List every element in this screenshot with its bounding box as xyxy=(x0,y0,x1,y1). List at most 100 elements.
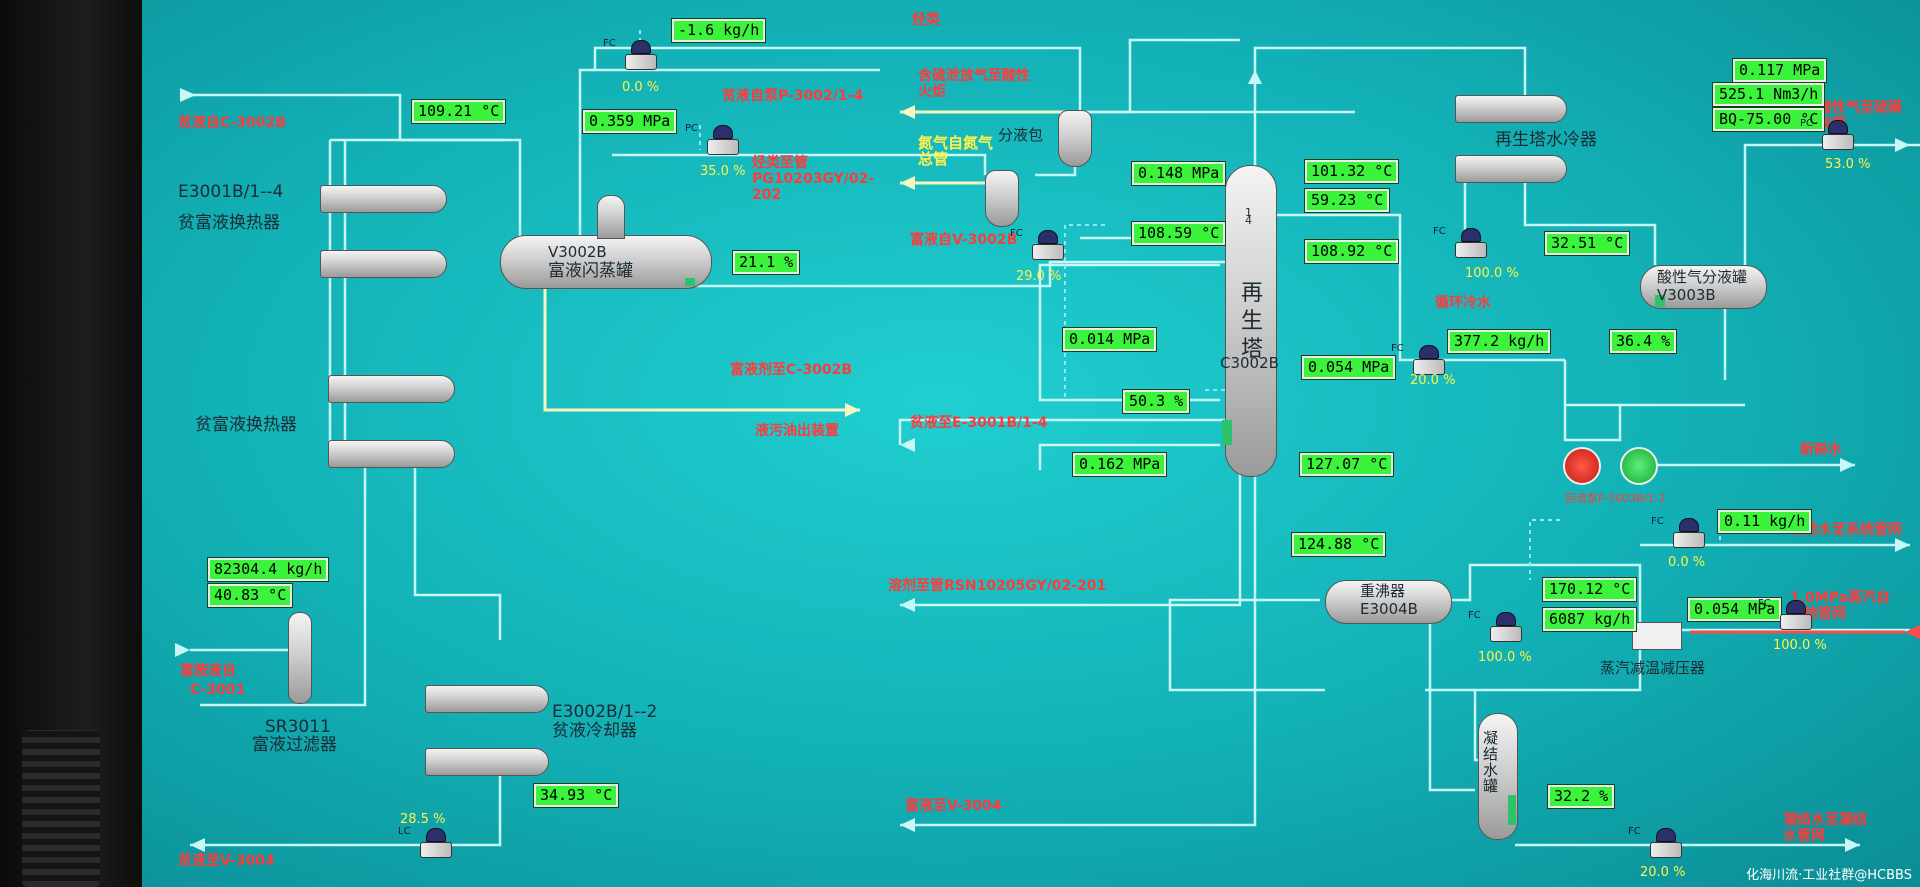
reading-press-bottom[interactable]: 0.162 MPa xyxy=(1071,452,1168,477)
valve-actuator xyxy=(713,125,733,139)
reading-reflux-level[interactable]: 36.4 % xyxy=(1608,329,1678,354)
valve-fc-steam-2[interactable]: FC xyxy=(1758,598,1812,630)
valve-fc-top[interactable]: FC xyxy=(603,38,657,70)
hx-lower-1[interactable] xyxy=(328,375,455,403)
reading-steam-press[interactable]: 0.054 MPa xyxy=(1686,597,1783,622)
reading-acid-temp[interactable]: BQ-75.00 °C xyxy=(1711,107,1826,132)
reflux-pump-green[interactable] xyxy=(1620,447,1658,485)
reboiler-desc: 重沸器 xyxy=(1360,582,1406,600)
reading-temp-top-1[interactable]: 101.32 °C xyxy=(1303,159,1400,184)
line-reboiler-right xyxy=(1425,563,1642,692)
arrow-fresh-water xyxy=(1840,458,1855,472)
arrow-h2s xyxy=(900,105,915,119)
reading-reflux-flow[interactable]: 377.2 kg/h xyxy=(1446,329,1552,354)
line-reflux-pumps xyxy=(1563,360,1745,442)
arrow-lean-in xyxy=(180,88,196,102)
valve-fc-cooler[interactable]: FC xyxy=(1433,226,1487,258)
valve-fc-cond[interactable]: FC xyxy=(1628,826,1682,858)
label-rich-from-c3001-a: 富胺液自 xyxy=(180,663,236,679)
reading-flow-top[interactable]: -1.6 kg/h xyxy=(670,18,767,43)
valve-actuator xyxy=(1786,600,1806,614)
valve-actuator xyxy=(1496,612,1516,626)
v3002b-level-indicator xyxy=(685,278,695,286)
hx-lower-2[interactable] xyxy=(328,440,455,468)
reading-temp-cooler[interactable]: 32.51 °C xyxy=(1543,231,1631,256)
e3002b-cooler-2[interactable] xyxy=(425,748,549,776)
regen-cooler-2[interactable] xyxy=(1455,155,1567,183)
valve-lc-lean[interactable]: LC xyxy=(398,826,452,858)
e3002b-desc: 贫液冷却器 xyxy=(552,721,637,741)
label-lean-to-v3004: 贫液至V-3004 xyxy=(178,853,275,869)
reading-temp-mid-2[interactable]: 108.92 °C xyxy=(1303,239,1400,264)
line-oil-out xyxy=(543,262,860,412)
pct-fc-cond: 20.0 % xyxy=(1640,865,1686,880)
reading-temp-mid-1[interactable]: 108.59 °C xyxy=(1130,221,1227,246)
e3001b-exchanger-1[interactable] xyxy=(320,185,447,213)
reading-temp-lean-out[interactable]: 34.93 °C xyxy=(532,783,620,808)
reading-steam-flow[interactable]: 6087 kg/h xyxy=(1541,607,1638,632)
reading-water-flow[interactable]: 0.11 kg/h xyxy=(1716,509,1813,534)
reading-level-v3002[interactable]: 21.1 % xyxy=(731,250,801,275)
label-rich-from-v3002b: 富液自V-3002B xyxy=(910,232,1018,248)
regen-cooler-label: 再生塔水冷器 xyxy=(1495,130,1597,150)
valve-fc-water[interactable]: FC xyxy=(1651,516,1705,548)
separator-drum[interactable] xyxy=(1058,110,1092,167)
reading-press-v3002[interactable]: 0.359 MPa xyxy=(581,109,678,134)
acid-sep-desc: 酸性气分液罐 xyxy=(1657,268,1748,286)
reading-steam-temp[interactable]: 170.12 °C xyxy=(1541,577,1638,602)
valve-actuator xyxy=(1419,345,1439,359)
valve-tag: FC xyxy=(1433,226,1446,237)
sr3011-filter[interactable] xyxy=(288,612,312,704)
pct-pc-acid: 53.0 % xyxy=(1825,157,1871,172)
reading-press-left[interactable]: 0.014 MPa xyxy=(1061,327,1158,352)
reading-level-c3002[interactable]: 50.3 % xyxy=(1121,389,1191,414)
e3001b-exchanger-2[interactable] xyxy=(320,250,447,278)
valve-fc-rich[interactable]: FC xyxy=(1010,228,1064,260)
reading-press-top[interactable]: 0.148 MPa xyxy=(1130,161,1227,186)
reading-cond-level[interactable]: 32.2 % xyxy=(1546,784,1616,809)
label-oil-out: 液污油出装置 xyxy=(755,423,839,439)
valve-tag: FC xyxy=(603,38,616,49)
reading-temp-rich[interactable]: 40.83 °C xyxy=(206,583,294,608)
reading-temp-bottom[interactable]: 127.07 °C xyxy=(1298,452,1395,477)
arrow-lean-v3004 xyxy=(190,838,205,852)
valve-pc-v3002[interactable]: PC xyxy=(685,123,739,155)
valve-tag: LC xyxy=(398,826,411,837)
v3002b-desc: 富液闪蒸罐 xyxy=(548,261,633,281)
e3002b-cooler-1[interactable] xyxy=(425,685,549,713)
valve-tag: FC xyxy=(1391,343,1404,354)
cable xyxy=(22,730,100,887)
valve-pc-acid[interactable]: PC xyxy=(1800,118,1854,150)
nitrogen-drum[interactable] xyxy=(985,170,1019,227)
pct-pc-v3002: 35.0 % xyxy=(700,164,746,179)
arrow-lean-out xyxy=(900,598,915,612)
line-pump-p3002 xyxy=(593,46,1355,114)
reading-temp-top-2[interactable]: 59.23 °C xyxy=(1303,188,1391,213)
v3002b-flash-drum[interactable] xyxy=(500,235,712,289)
label-water-to-sys: 凝结水至系统管网 xyxy=(1790,522,1902,538)
valve-body xyxy=(1822,134,1854,150)
reading-temp-lean-in[interactable]: 109.21 °C xyxy=(410,99,507,124)
desuperheater-unit[interactable] xyxy=(1632,622,1682,650)
reading-acid-flow[interactable]: 525.1 Nm3/h xyxy=(1711,82,1826,107)
label-condensate-out: 凝结水至凝结水管网 xyxy=(1783,812,1867,844)
v3002b-dome xyxy=(597,195,625,239)
line-lean-down xyxy=(200,460,367,707)
label-hydrocarbon: 烃类 xyxy=(912,12,940,28)
reading-acid-press[interactable]: 0.117 MPa xyxy=(1731,58,1828,83)
reflux-pump-red[interactable] xyxy=(1563,447,1601,485)
regen-cooler-1[interactable] xyxy=(1455,95,1567,123)
arrow-rich-c3001 xyxy=(175,643,190,657)
valve-actuator xyxy=(1461,228,1481,242)
reading-temp-reboiler[interactable]: 124.88 °C xyxy=(1290,532,1387,557)
line-lean-e3001b xyxy=(898,418,1240,445)
e3004b-reboiler[interactable] xyxy=(1325,580,1452,624)
regenerator-column[interactable] xyxy=(1225,165,1277,477)
valve-fc-steam[interactable]: FC xyxy=(1468,610,1522,642)
reading-flow-rich[interactable]: 82304.4 kg/h xyxy=(206,557,330,582)
arrow-oil-out xyxy=(845,403,860,417)
valve-fc-reflux[interactable]: FC xyxy=(1391,343,1445,375)
reading-press-right[interactable]: 0.054 MPa xyxy=(1300,355,1397,380)
acid-sep-name: V3003B xyxy=(1657,286,1716,304)
reboiler-name: E3004B xyxy=(1360,600,1418,618)
